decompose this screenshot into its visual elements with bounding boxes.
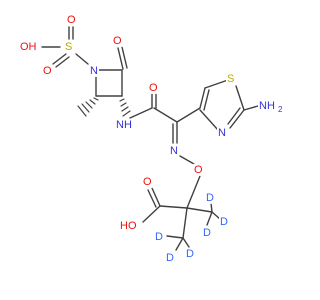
label-nh2-subscript: 2 (278, 105, 283, 114)
label-background (64, 40, 74, 53)
label-oh-sulfo: OH (20, 41, 37, 53)
label-background (165, 251, 175, 264)
bond-thz-c2-n-2 (227, 107, 241, 125)
bond-cd3r-d3 (206, 211, 213, 226)
label-background (154, 230, 164, 243)
bond-ccooh-o (151, 187, 161, 207)
label-o-sulfo-top: O (67, 14, 76, 26)
label-background (205, 191, 215, 204)
bond-thz-s-c2 (235, 85, 245, 111)
bond-n-o-oxime (179, 155, 195, 165)
bond-ccooh-oh (142, 205, 161, 223)
label-d-3: D (203, 227, 211, 239)
label-n-oxime: N (170, 145, 178, 157)
bond-thz-c4-c5-2 (203, 89, 210, 111)
label-d-1: D (206, 192, 214, 204)
label-background (112, 34, 123, 47)
label-background (217, 126, 227, 139)
label-background (202, 226, 212, 239)
bond-c-carbonyl-o (117, 47, 124, 70)
label-background (226, 72, 236, 85)
label-d-2: D (220, 216, 228, 228)
bond-thz-c5-s (204, 79, 229, 89)
bond-s-o-left (52, 53, 67, 65)
bond-cq-cd3-right (186, 207, 213, 213)
bond-s-o-left-2 (55, 56, 70, 68)
bond-c3-nh-wedge (119, 98, 131, 117)
label-nh2: NH (259, 100, 275, 112)
label-background (148, 81, 159, 94)
label-background (89, 64, 99, 77)
bond-s-n (75, 53, 89, 65)
bond-cd3d-d4 (166, 235, 184, 239)
label-oh-carboxyl: HO (120, 220, 137, 232)
label-o-amide: O (149, 82, 158, 94)
label-s-sulfo: S (65, 41, 72, 53)
bond-thz-c2-nh2 (243, 105, 259, 111)
label-o-sulfo-left: O (43, 65, 52, 77)
label-background (42, 64, 53, 77)
bond-nh-c-amide (129, 107, 153, 119)
label-n-ring: N (90, 65, 98, 77)
bond-cd3d-d6 (175, 237, 184, 251)
bond-ccooh-o-2 (147, 189, 157, 208)
label-background (119, 219, 138, 232)
aztreonam-d6-structure: OH S O O N O NH O S NH 2 N N O O HO D D … (19, 13, 284, 264)
label-d-6: D (166, 252, 174, 264)
bond-o-cq (186, 175, 201, 209)
label-s-thiazole: S (227, 73, 234, 85)
bond-thz-c4-c5 (199, 87, 206, 109)
bond-c-amide-c-alpha (153, 107, 178, 123)
label-background (185, 247, 195, 260)
bond-c-carbonyl-o-2 (121, 46, 128, 69)
label-background (169, 144, 179, 157)
label-background (19, 40, 38, 53)
label-background (258, 99, 276, 112)
bond-thz-c2-n (229, 109, 245, 129)
label-background (66, 13, 77, 26)
bond-c-alpha-thiazole (176, 107, 201, 123)
label-background (142, 175, 153, 188)
bond-cd3r-d2 (211, 211, 221, 220)
bond-thz-n-c4 (199, 109, 219, 131)
bond-cd3r-d1 (210, 202, 213, 213)
bond-cq-cd3-down (182, 207, 188, 239)
label-o-ketone: O (113, 35, 122, 47)
label-nh-amide: NH (116, 119, 132, 131)
bond-cq-ccooh (159, 205, 188, 209)
label-n-thiazole: N (218, 127, 226, 139)
label-background (193, 163, 204, 176)
label-background (277, 105, 284, 115)
label-background (219, 215, 229, 228)
label-background (115, 118, 133, 131)
label-o-carboxyl: O (143, 176, 152, 188)
bond-cd3d-d5 (182, 237, 190, 248)
label-o-oxime: O (194, 164, 203, 176)
bond-methyl-hashed (77, 97, 99, 117)
label-d-4: D (155, 231, 163, 243)
label-d-5: D (186, 248, 194, 260)
